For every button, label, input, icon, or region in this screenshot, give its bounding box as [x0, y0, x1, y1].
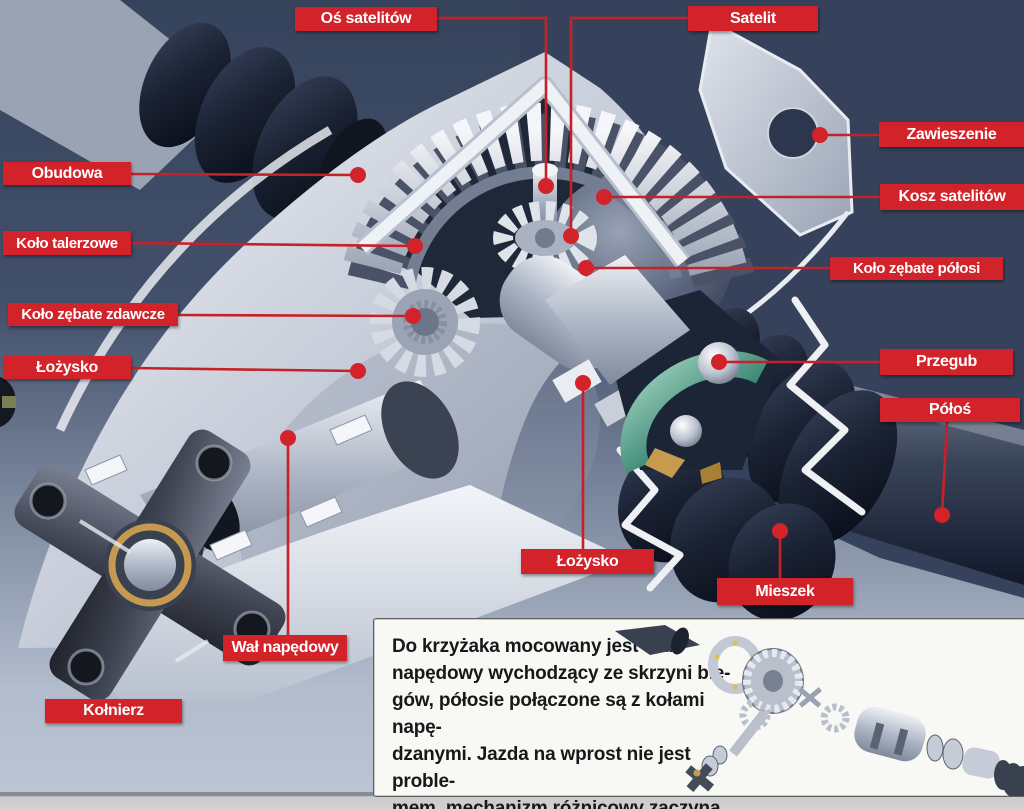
label-mieszek: Mieszek	[717, 578, 853, 605]
label-kolnierz: Kołnierz	[45, 699, 182, 723]
label-kolo-zebate-zdawcze: Koło zębate zdawcze	[8, 303, 178, 326]
label-kosz-satelitow: Kosz satelitów	[880, 184, 1024, 210]
leader-lines	[130, 16, 950, 635]
boot-clamp-left	[616, 446, 684, 592]
caption-line: napędowy wychodzący ze skrzyni bie-	[392, 663, 731, 684]
label-lozysko-lewe: Łożysko	[3, 356, 131, 379]
leader-lozysko-lewe	[130, 366, 359, 373]
label-kolo-talerzowe: Koło talerzowe	[3, 231, 131, 255]
label-satelit: Satelit	[688, 6, 818, 31]
boot-clamp-right	[786, 296, 866, 516]
leader-os-satelitow	[437, 16, 548, 186]
lower-left-assembly	[0, 376, 630, 701]
leader-obudowa	[130, 172, 359, 177]
leader-polos	[940, 421, 949, 516]
leader-kolo-talerzowe	[130, 241, 416, 248]
leader-dots	[280, 127, 950, 539]
cv-ball-small	[670, 415, 702, 447]
housing-arm	[70, 485, 630, 700]
caption-line: gów, półosie połączone są z kołami napę-	[392, 690, 705, 738]
label-os-satelitow: Oś satelitów	[295, 7, 437, 31]
flange-cross	[14, 429, 286, 701]
label-polos: Półoś	[880, 398, 1020, 422]
satellite-gear	[493, 201, 597, 275]
label-zawieszenie: Zawieszenie	[879, 122, 1024, 147]
caption-line: mem, mechanizm różnicowy zaczyna	[392, 798, 721, 809]
caption-line: dzanymi. Jazda na wprost nie jest proble…	[392, 744, 691, 792]
caption-text: Do krzyżaka mocowany jest wał napędowy w…	[392, 633, 732, 809]
label-lozysko-dolne: Łożysko	[521, 549, 654, 574]
pinion-gear	[370, 267, 480, 377]
label-kolo-zebate-polosi: Koło zębate półosi	[830, 257, 1003, 280]
caption-box: Do krzyżaka mocowany jest wał napędowy w…	[373, 618, 1024, 809]
label-wal-napedowy: Wał napędowy	[223, 635, 347, 661]
leader-satelit	[569, 16, 688, 236]
label-przegub: Przegub	[880, 349, 1013, 375]
caption-line: Do krzyżaka mocowany jest wał	[392, 636, 674, 657]
exploded-view	[615, 625, 1024, 796]
label-obudowa: Obudowa	[3, 162, 131, 185]
leader-kolo-zebate-zdawcze	[177, 313, 414, 318]
